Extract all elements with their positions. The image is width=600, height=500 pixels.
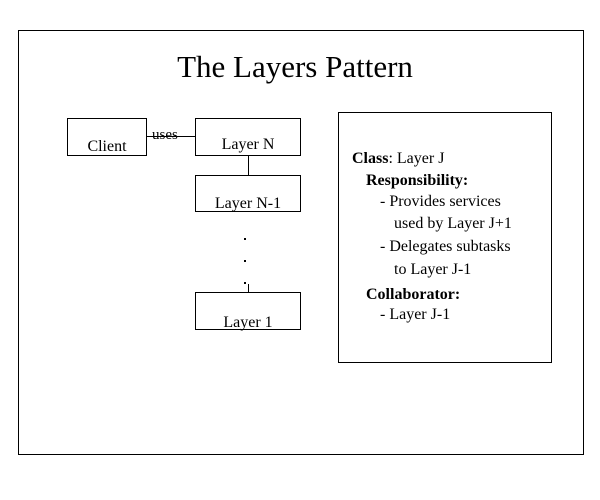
collaborator-item: - Layer J-1 [380,306,451,323]
ellipsis-dot-2 [244,260,246,262]
client-label: Client [87,138,127,155]
responsibility-item: used by Layer J+1 [394,215,512,232]
class-key: Class [352,150,389,167]
collaborator-heading: Collaborator: [366,286,461,303]
class-line: Class: Layer J [352,150,444,168]
ellipsis-dot-3 [244,282,246,284]
ellipsis-dot-1 [244,238,246,240]
slide-title: The Layers Pattern [177,49,413,84]
layer-1-label: Layer 1 [223,314,273,331]
uses-connector [147,136,195,137]
slide-frame [18,30,584,455]
layer-connector-bottom [248,284,249,292]
layer-n-minus-1-box: Layer N-1 [195,175,301,212]
uses-label: uses [152,127,178,143]
class-value: : Layer J [388,150,445,167]
responsibility-item: - Provides services [380,193,501,210]
layer-n-minus-1-label: Layer N-1 [214,195,282,212]
responsibility-item: to Layer J-1 [394,261,472,278]
client-box: Client [67,118,147,156]
layer-1-box: Layer 1 [195,292,301,331]
layer-connector-top [248,156,249,175]
layer-n-box: Layer N [195,118,301,156]
responsibility-item: - Delegates subtasks [380,238,511,255]
layer-n-label: Layer N [221,136,275,153]
responsibility-heading: Responsibility: [366,172,469,189]
class-card: Class: Layer J Responsibility: - Provide… [338,112,552,363]
